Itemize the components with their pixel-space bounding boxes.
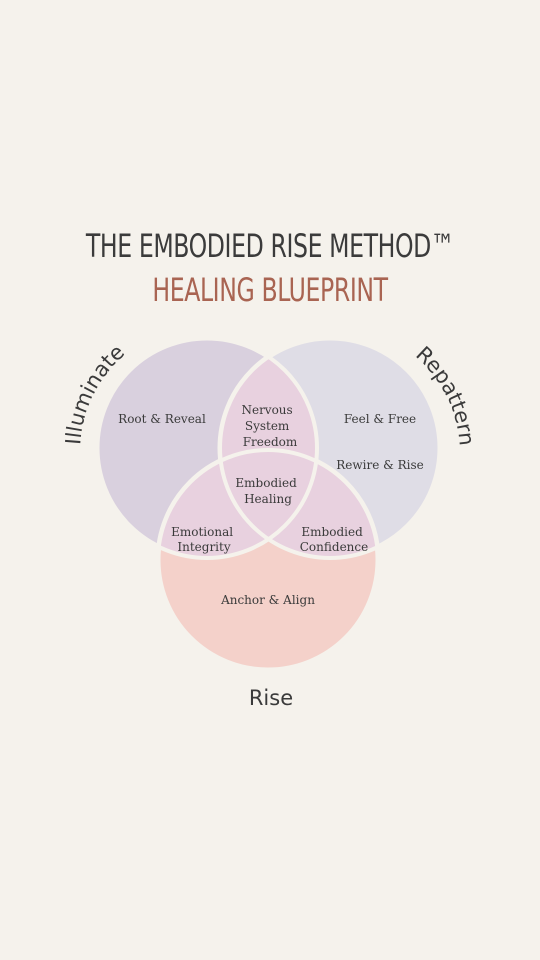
- label-rise: Rise: [249, 686, 293, 710]
- overlap-repattern-rise: [220, 450, 378, 558]
- region-embodied-healing: Embodied Healing: [235, 476, 300, 506]
- region-feel-free: Feel & Free: [344, 412, 416, 426]
- region-root-reveal: Root & Reveal: [118, 412, 206, 426]
- region-rewire-rise: Rewire & Rise: [336, 458, 424, 472]
- region-nervous-system-freedom: Nervous System Freedom: [241, 403, 297, 449]
- venn-diagram: Illuminate Repattern Rise Root & Reveal …: [61, 335, 479, 710]
- page-subtitle: HEALING BLUEPRINT: [152, 271, 388, 309]
- page-title: THE EMBODIED RISE METHOD™: [85, 227, 455, 265]
- overlap-illuminate-rise: [158, 450, 317, 558]
- region-embodied-confidence: Embodied Confidence: [300, 525, 368, 554]
- region-emotional-integrity: Emotional Integrity: [171, 525, 237, 554]
- region-anchor-align: Anchor & Align: [220, 593, 315, 607]
